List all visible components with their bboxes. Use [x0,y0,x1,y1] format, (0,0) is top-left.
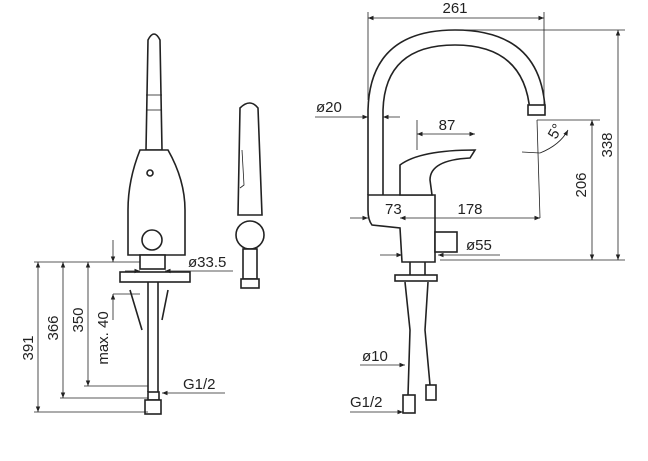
dim-g1-2-right: G1/2 [350,394,383,411]
spray-head-view [235,102,265,289]
dim-338: 338 [599,132,616,157]
dim-angle-5: 5° [545,121,567,142]
dim-d-55: ø55 [466,237,492,254]
dim-d-33-5: ø33.5 [188,254,226,271]
dim-366: 366 [45,315,62,340]
dim-261: 261 [442,0,467,17]
dim-178: 178 [457,201,482,218]
dim-350: 350 [70,307,87,332]
dim-d-10: ø10 [362,348,388,365]
side-view-dimensions: 261 ø20 87 5° 338 206 73 178 ø55 ø10 G1/… [315,0,625,415]
dim-d-20: ø20 [316,99,342,116]
dim-73: 73 [385,201,402,218]
dim-g1-2-left: G1/2 [183,376,216,393]
front-view-faucet [119,33,191,415]
dim-max-40: max. 40 [95,311,112,364]
dim-206: 206 [573,172,590,197]
side-view-faucet [367,29,546,414]
dim-391: 391 [20,335,37,360]
dim-87: 87 [439,117,456,134]
front-view-dimensions: ø33.5 391 366 350 max. 40 G1/2 [20,240,233,413]
